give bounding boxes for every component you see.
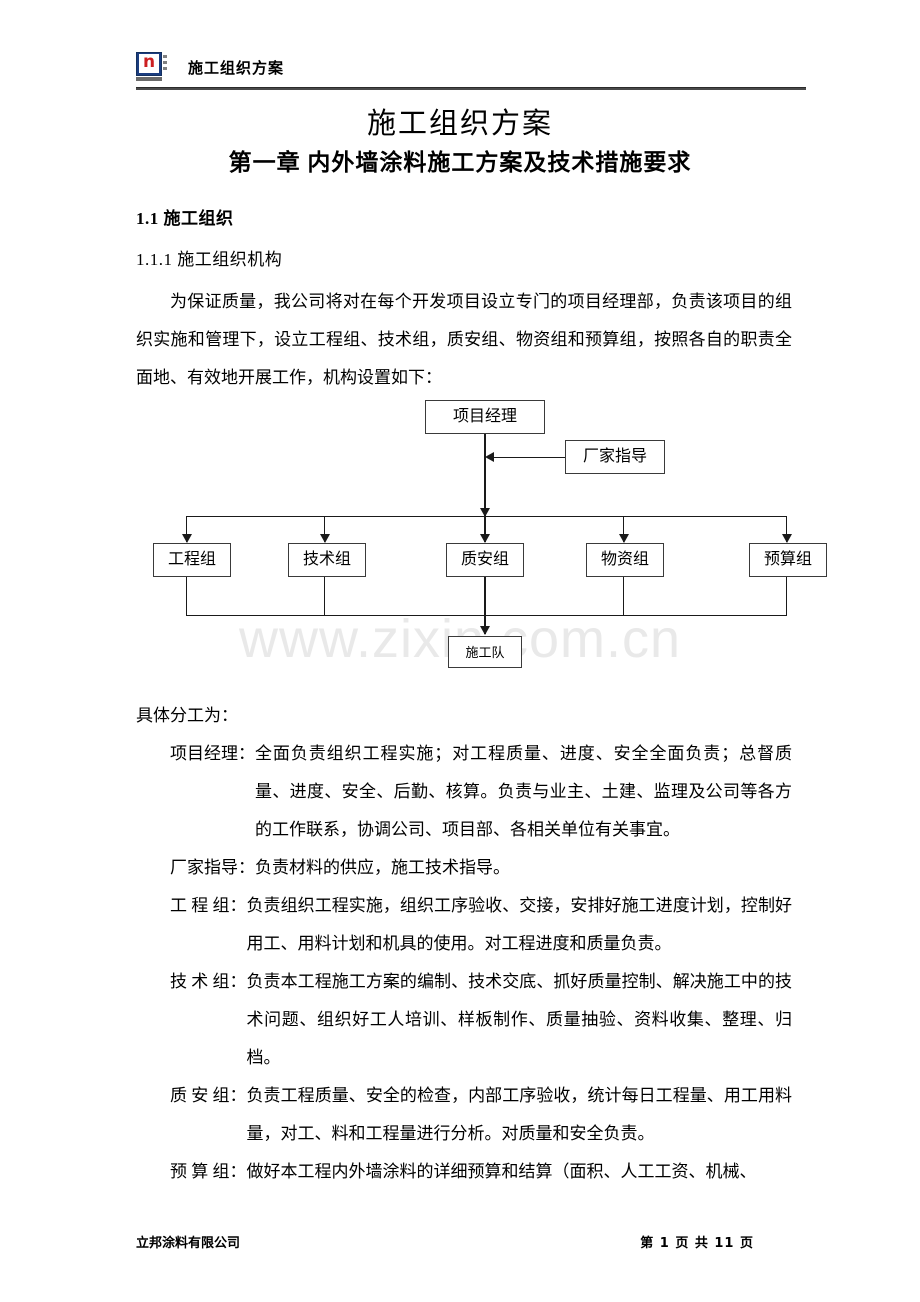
footer-page-number: 第 1 页 共 11 页 (640, 1236, 754, 1251)
org-node-factory-guide: 厂家指导 (565, 440, 665, 474)
org-node-materials: 物资组 (586, 543, 664, 577)
logo-dots (163, 55, 167, 73)
org-riser-technical (324, 577, 325, 615)
definition-term: 厂家指导： (170, 858, 255, 877)
org-riser-engineering (186, 577, 187, 615)
org-chart: 项目经理 厂家指导 工程组 技术组 质 (136, 396, 827, 672)
org-drop-technical (324, 516, 325, 542)
org-lower-bus-line (186, 615, 787, 616)
paragraph-intro: 为保证质量，我公司将对在每个开发项目设立专门的项目经理部，负责该项目的组织实施和… (136, 292, 792, 387)
definition-desc: 负责材料的供应，施工技术指导。 (255, 858, 510, 877)
org-spine-arrow (480, 508, 490, 517)
section-heading-1-1: 1.1 施工组织 (136, 209, 234, 228)
org-arrow-crew (480, 626, 490, 635)
logo-letter: n (142, 52, 156, 72)
org-arrow-technical (320, 534, 330, 543)
definition-factory-guide: 厂家指导： 负责材料的供应，施工技术指导。 (136, 849, 792, 887)
org-node-manager: 项目经理 (425, 400, 545, 434)
definition-desc: 做好本工程内外墙涂料的详细预算和结算（面积、人工工资、机械、 (246, 1162, 757, 1181)
document-subtitle: 第一章 内外墙涂料施工方案及技术措施要求 (228, 150, 692, 175)
paragraph-specific-intro: 具体分工为： (136, 706, 238, 725)
definition-project-manager: 项目经理： 全面负责组织工程实施；对工程质量、进度、安全全面负责；总督质量、进度… (136, 735, 792, 849)
org-riser-quality (484, 577, 486, 634)
definition-desc: 全面负责组织工程实施；对工程质量、进度、安全全面负责；总督质量、进度、安全、后勤… (255, 744, 792, 839)
definition-term: 工 程 组： (170, 896, 247, 915)
footer-company: 立邦涂料有限公司 (136, 1236, 241, 1251)
org-arrow-engineering (182, 534, 192, 543)
logo-baseline-bar (136, 77, 162, 81)
org-drop-quality (484, 516, 486, 542)
org-node-crew: 施工队 (448, 636, 522, 668)
definition-term: 技 术 组： (170, 972, 247, 991)
org-factory-arrowhead (485, 452, 494, 462)
logo-inner-panel (139, 54, 159, 73)
definition-term: 质 安 组： (170, 1086, 247, 1105)
nippon-paint-logo-icon: n (136, 52, 167, 82)
header-title: 施工组织方案 (188, 58, 285, 77)
section-heading-1-1-1: 1.1.1 施工组织机构 (136, 250, 283, 269)
org-drop-engineering (186, 516, 187, 542)
org-arrow-budget (782, 534, 792, 543)
org-spine-vertical (484, 434, 486, 516)
definition-desc: 负责组织工程实施，组织工序验收、交接，安排好施工进度计划，控制好用工、用料计划和… (246, 896, 793, 953)
org-node-technical: 技术组 (288, 543, 366, 577)
org-node-budget: 预算组 (749, 543, 827, 577)
document-title: 施工组织方案 (366, 108, 553, 140)
document-footer: 立邦涂料有限公司 第 1 页 共 11 页 (136, 1232, 806, 1251)
org-node-quality-safety: 质安组 (446, 543, 524, 577)
definition-desc: 负责工程质量、安全的检查，内部工序验收，统计每日工程量、用工用料量，对工、料和工… (246, 1086, 793, 1143)
org-factory-connector (488, 457, 565, 458)
document-header: n 施工组织方案 (136, 50, 806, 90)
definition-technical-group: 技 术 组： 负责本工程施工方案的编制、技术交底、抓好质量控制、解决施工中的技术… (136, 963, 792, 1077)
org-drop-materials (623, 516, 624, 542)
header-row: n 施工组织方案 (136, 50, 806, 84)
header-rule (136, 87, 806, 90)
definition-desc: 负责本工程施工方案的编制、技术交底、抓好质量控制、解决施工中的技术问题、组织好工… (246, 972, 793, 1067)
definition-term: 预 算 组： (170, 1162, 247, 1181)
org-node-engineering: 工程组 (153, 543, 231, 577)
org-arrow-materials (619, 534, 629, 543)
definition-term: 项目经理： (170, 744, 255, 763)
org-riser-budget (786, 577, 787, 615)
definition-engineering-group: 工 程 组： 负责组织工程实施，组织工序验收、交接，安排好施工进度计划，控制好用… (136, 887, 792, 963)
org-arrow-quality (480, 534, 490, 543)
org-drop-budget (786, 516, 787, 542)
definition-quality-safety-group: 质 安 组： 负责工程质量、安全的检查，内部工序验收，统计每日工程量、用工用料量… (136, 1077, 792, 1153)
definition-budget-group: 预 算 组： 做好本工程内外墙涂料的详细预算和结算（面积、人工工资、机械、 (136, 1153, 792, 1191)
org-riser-materials (623, 577, 624, 615)
